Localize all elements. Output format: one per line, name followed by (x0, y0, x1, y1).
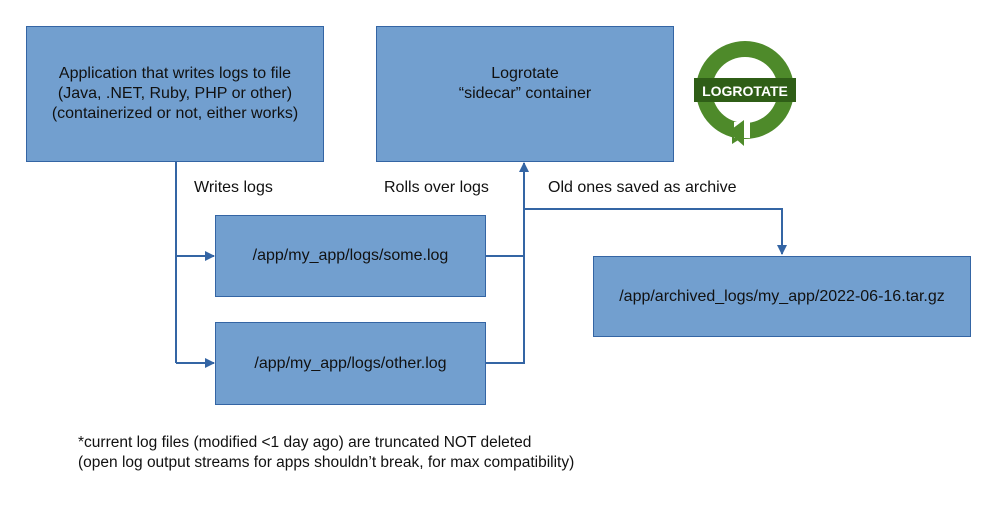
arrow-some-log-to-logrotate (486, 162, 529, 257)
application-line-3: (containerized or not, either works) (51, 105, 299, 122)
other-log-to-logrotate-line (486, 256, 525, 364)
footnote: *current log files (modified <1 day ago)… (78, 433, 574, 473)
rolls-over-logs-label: Rolls over logs (384, 179, 489, 196)
writes-logs-label: Writes logs (194, 179, 273, 196)
archive-box: /app/archived_logs/my_app/2022-06-16.tar… (593, 256, 971, 337)
some-log-box: /app/my_app/logs/some.log (215, 215, 486, 297)
logrotate-sidecar-box: Logrotate “sidecar” container (376, 26, 674, 162)
logo-text: LOGROTATE (702, 83, 788, 99)
logrotate-line-2: “sidecar” container (458, 85, 592, 102)
other-log-box: /app/my_app/logs/other.log (215, 322, 486, 405)
application-box: Application that writes logs to file (Ja… (26, 26, 324, 162)
other-log-path: /app/my_app/logs/other.log (254, 354, 447, 372)
footnote-line-1: *current log files (modified <1 day ago)… (78, 434, 532, 451)
footnote-line-2: (open log output streams for apps should… (78, 454, 575, 471)
arrow-to-archive (524, 208, 787, 255)
application-line-1: Application that writes logs to file (58, 65, 292, 82)
archive-path: /app/archived_logs/my_app/2022-06-16.tar… (619, 287, 945, 305)
logrotate-line-1: Logrotate (491, 65, 559, 82)
application-line-2: (Java, .NET, Ruby, PHP or other) (57, 85, 293, 102)
archive-label: Old ones saved as archive (548, 179, 737, 196)
some-log-path: /app/my_app/logs/some.log (252, 247, 449, 264)
logrotate-logo: LOGROTATE (692, 38, 798, 148)
